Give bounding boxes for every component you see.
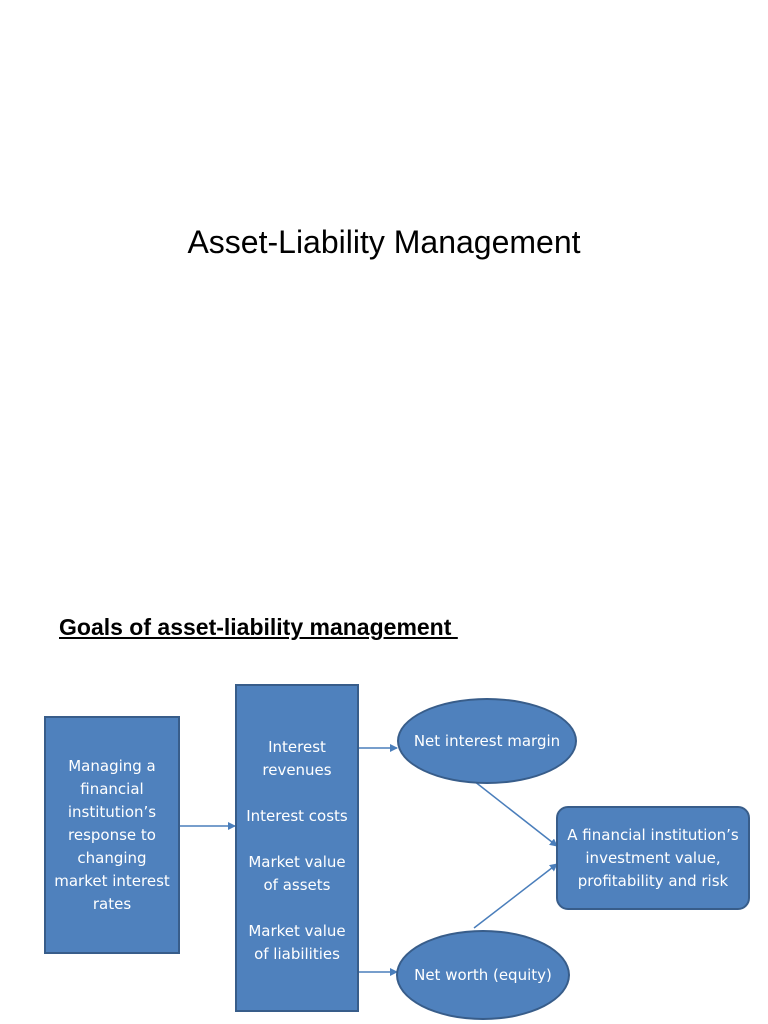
net-worth-text: Net worth (equity) [414, 965, 552, 984]
slide-title: Asset-Liability Management [187, 224, 581, 260]
investment-value-box: A financial institution’s investment val… [556, 806, 750, 910]
item-market-value-assets: Market value of assets [248, 853, 346, 894]
connector-arrows [180, 744, 558, 976]
net-worth-ellipse: Net worth (equity) [396, 930, 570, 1020]
arrow-networth-to-result [473, 863, 558, 929]
item-interest-costs: Interest costs [246, 807, 348, 825]
investment-value-text: A financial institution’s investment val… [567, 825, 739, 890]
item-market-value-liabilities: Market value of liabilities [248, 922, 346, 963]
interest-rate-response-box: Managing a financial institution’s respo… [44, 716, 180, 954]
arrow-margin-to-result [473, 780, 558, 847]
net-interest-margin-text: Net interest margin [413, 731, 561, 750]
section-heading: Goals of asset-liability management [59, 614, 458, 640]
item-interest-revenues: Interest revenues [262, 738, 332, 779]
net-interest-margin-ellipse: Net interest margin [397, 698, 577, 784]
goals-slide: Goals of asset-liability management Mana… [0, 512, 768, 1024]
title-slide: Asset-Liability Management [187, 224, 581, 260]
interest-rate-response-text: Managing a financial institution’s respo… [54, 756, 170, 913]
balance-sheet-items-box: Interest revenues Interest costs Market … [235, 684, 359, 1012]
